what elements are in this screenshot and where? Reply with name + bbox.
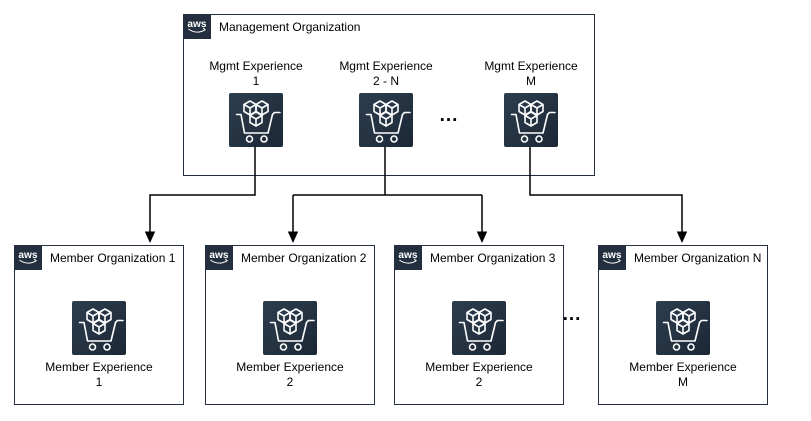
label-line1: Mgmt Experience bbox=[209, 59, 303, 73]
aws-marketplace-icon bbox=[656, 301, 710, 355]
aws-badge: aws bbox=[183, 14, 211, 39]
aws-logo-icon: aws bbox=[398, 250, 418, 264]
aws-marketplace-icon bbox=[504, 93, 558, 147]
mgmt-experience-label: Mgmt Experience 1 bbox=[209, 59, 302, 89]
management-organization-box: aws Management Organization Mgmt Experie… bbox=[183, 14, 595, 176]
arrowhead-member4 bbox=[676, 231, 688, 243]
member-organization-title: Member Organization 1 bbox=[50, 251, 176, 265]
member-organization-title: Member Organization 2 bbox=[241, 251, 367, 265]
aws-logo-icon: aws bbox=[187, 19, 207, 33]
aws-logo-icon: aws bbox=[209, 250, 229, 264]
label-line1: Member Experience bbox=[629, 360, 737, 374]
member-organization-box-3: aws Member Organization 3 Member Experie… bbox=[394, 245, 564, 405]
arrowhead-member2 bbox=[287, 231, 299, 243]
member-organization-box-4: aws Member Organization N Member Experie… bbox=[598, 245, 768, 405]
management-organization-title: Management Organization bbox=[219, 20, 361, 34]
label-line1: Member Experience bbox=[236, 360, 344, 374]
aws-marketplace-icon bbox=[263, 301, 317, 355]
aws-marketplace-icon bbox=[72, 301, 126, 355]
aws-badge: aws bbox=[598, 245, 626, 270]
label-line1: Member Experience bbox=[45, 360, 153, 374]
member-organization-title: Member Organization N bbox=[634, 251, 762, 265]
aws-logo-text: aws bbox=[18, 250, 37, 261]
mgmt-experience-label: Mgmt Experience M bbox=[484, 59, 577, 89]
aws-logo-icon: aws bbox=[18, 250, 38, 264]
label-line2: M bbox=[677, 375, 688, 389]
member-experience-unit: Member Experience 2 bbox=[210, 301, 370, 390]
mgmt-experience-label: Mgmt Experience 2 - N bbox=[339, 59, 432, 89]
label-line2: 1 bbox=[252, 74, 260, 88]
arrowhead-member1 bbox=[144, 231, 156, 243]
aws-logo-text: aws bbox=[209, 250, 228, 261]
label-line2: 2 bbox=[475, 375, 483, 389]
member-experience-unit: Member Experience M bbox=[603, 301, 763, 390]
aws-badge: aws bbox=[14, 245, 42, 270]
aws-marketplace-icon bbox=[229, 93, 283, 147]
aws-badge: aws bbox=[394, 245, 422, 270]
mgmt-experience-unit-1: Mgmt Experience 1 bbox=[191, 59, 321, 147]
label-line2: 1 bbox=[95, 375, 103, 389]
label-line1: Member Experience bbox=[425, 360, 533, 374]
member-organization-box-2: aws Member Organization 2 Member Experie… bbox=[205, 245, 375, 405]
member-experience-label: Member Experience 2 bbox=[236, 360, 343, 390]
member-experience-label: Member Experience 2 bbox=[425, 360, 532, 390]
aws-badge: aws bbox=[205, 245, 233, 270]
aws-marketplace-icon bbox=[359, 93, 413, 147]
mgmt-experience-unit-2: Mgmt Experience 2 - N bbox=[321, 59, 451, 147]
aws-logo-text: aws bbox=[187, 19, 206, 30]
ellipsis-members: ... bbox=[562, 304, 582, 325]
label-line2: 2 bbox=[286, 375, 294, 389]
member-experience-label: Member Experience 1 bbox=[45, 360, 152, 390]
label-line2: M bbox=[526, 74, 536, 88]
aws-logo-text: aws bbox=[602, 250, 621, 261]
member-experience-unit: Member Experience 1 bbox=[19, 301, 179, 390]
aws-logo-text: aws bbox=[398, 250, 417, 261]
member-organization-box-1: aws Member Organization 1 Member Experie… bbox=[14, 245, 184, 405]
member-organization-title: Member Organization 3 bbox=[430, 251, 556, 265]
label-line1: Mgmt Experience bbox=[339, 59, 433, 73]
aws-marketplace-icon bbox=[452, 301, 506, 355]
mgmt-experience-unit-3: Mgmt Experience M bbox=[466, 59, 596, 147]
label-line2: 2 - N bbox=[372, 74, 399, 88]
ellipsis-management: ... bbox=[439, 105, 459, 126]
member-experience-label: Member Experience M bbox=[629, 360, 736, 390]
aws-logo-icon: aws bbox=[602, 250, 622, 264]
member-experience-unit: Member Experience 2 bbox=[399, 301, 559, 390]
label-line1: Mgmt Experience bbox=[484, 59, 578, 73]
arrowhead-member3 bbox=[476, 231, 488, 243]
